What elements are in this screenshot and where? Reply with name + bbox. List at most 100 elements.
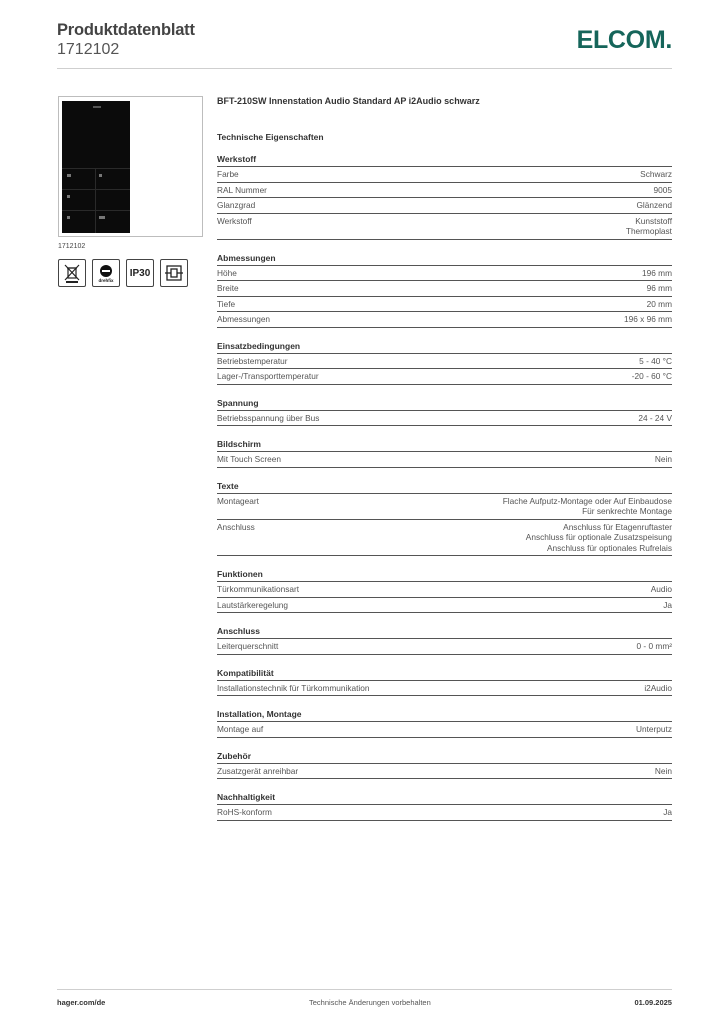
spec-value: 196 x 96 mm <box>624 314 672 325</box>
elcom-logo: ELCOM. <box>576 26 673 54</box>
spec-label: Werkstoff <box>217 215 252 226</box>
spec-label: Lager-/Transporttemperatur <box>217 371 319 381</box>
spec-value-line: Schwarz <box>640 169 672 179</box>
spec-value: Audio <box>651 584 672 595</box>
spec-value: Nein <box>655 766 672 777</box>
spec-value-line: 20 mm <box>646 298 672 309</box>
section-title: Technische Eigenschaften <box>217 132 324 142</box>
spec-value: -20 - 60 °C <box>632 371 672 382</box>
product-name: BFT-210SW Innenstation Audio Standard AP… <box>217 96 480 106</box>
spec-value: 20 mm <box>647 299 672 310</box>
spec-value-line: -20 - 60 °C <box>631 371 672 381</box>
image-caption: 1712102 <box>58 243 86 250</box>
spec-label: RAL Nummer <box>217 184 267 195</box>
spec-value: 96 mm <box>647 283 672 294</box>
spec-value-line: Anschluss für optionales Rufrelais <box>547 542 672 553</box>
spec-value: Ja <box>663 807 672 818</box>
spec-group-title: Werkstoff <box>217 154 672 167</box>
spec-row: Türkommunikationsart Audio <box>217 582 672 598</box>
spec-label: Abmessungen <box>217 314 271 324</box>
spec-value: Glänzend <box>636 200 672 211</box>
spec-value: 196 mm <box>642 268 672 279</box>
product-image-column: 1712102 drehfix IP30 <box>58 96 203 287</box>
intercom-device-illustration <box>62 101 130 233</box>
footer-disclaimer: Technische Änderungen vorbehalten <box>309 998 431 1007</box>
spec-row: Betriebstemperatur 5 - 40 °C <box>217 354 672 369</box>
spec-label: Zusatzgerät anreihbar <box>217 765 299 776</box>
certification-badges: drehfix IP30 <box>58 259 203 287</box>
drehfix-text: drehfix <box>98 278 114 283</box>
spec-label: Farbe <box>217 169 239 179</box>
spec-group-title: Einsatzbedingungen <box>217 341 672 354</box>
spec-label: Breite <box>217 283 239 293</box>
spec-value: Flache Aufputz-Montage oder Auf Einbaudo… <box>503 496 672 517</box>
spec-value-line: Unterputz <box>636 724 672 734</box>
spec-label: Mit Touch Screen <box>217 454 281 464</box>
spec-row: Breite 96 mm <box>217 281 672 297</box>
spec-value: i2Audio <box>644 683 672 694</box>
footer-date: 01.09.2025 <box>634 998 672 1007</box>
spec-row: Installationstechnik für Türkommunikatio… <box>217 681 672 696</box>
spec-value: 5 - 40 °C <box>639 356 672 367</box>
mounting-box-icon <box>160 259 188 287</box>
spec-value-line: Nein <box>654 765 672 776</box>
spec-row: Lautstärkeregelung Ja <box>217 598 672 613</box>
spec-group-title: Funktionen <box>217 569 672 582</box>
spec-value: Unterputz <box>636 724 672 735</box>
spec-value-line: Audio <box>650 584 672 594</box>
spec-label: Leiterquerschnitt <box>217 641 279 651</box>
spec-label: Anschluss <box>217 521 255 532</box>
document-number: 1712102 <box>57 41 120 58</box>
spec-row: Mit Touch Screen Nein <box>217 452 672 468</box>
spec-value-line: 96 mm <box>646 283 672 293</box>
spec-value-line: Anschluss für Etagenruftaster <box>563 521 672 532</box>
spec-value: Ja <box>663 600 672 611</box>
spec-value-line: Nein <box>654 454 672 464</box>
weee-crossed-bin-icon <box>58 259 86 287</box>
spec-label: Lautstärkeregelung <box>217 599 289 610</box>
spec-group-title: Texte <box>217 481 672 494</box>
product-image <box>58 96 203 237</box>
spec-value-line: Für senkrechte Montage <box>582 506 672 516</box>
spec-row: Höhe 196 mm <box>217 266 672 281</box>
spec-group-title: Nachhaltigkeit <box>217 792 672 805</box>
spec-value-line: 5 - 40 °C <box>639 355 672 366</box>
spec-value-line: i2Audio <box>644 682 672 693</box>
spec-value-line: 196 x 96 mm <box>624 314 672 324</box>
spec-row: Farbe Schwarz <box>217 167 672 183</box>
page-footer: hager.com/de Technische Änderungen vorbe… <box>57 989 672 1007</box>
spec-value-line: Ja <box>663 807 672 817</box>
spec-label: Betriebstemperatur <box>217 355 288 366</box>
spec-label: Türkommunikationsart <box>217 584 300 594</box>
spec-value-line: 24 - 24 V <box>638 412 672 423</box>
spec-group-title: Installation, Montage <box>217 709 672 722</box>
spec-row: RAL Nummer 9005 <box>217 183 672 198</box>
spec-value-line: 9005 <box>653 184 672 195</box>
drehfix-icon: drehfix <box>92 259 120 287</box>
spec-row: Abmessungen 196 x 96 mm <box>217 312 672 328</box>
spec-row: RoHS-konform Ja <box>217 805 672 821</box>
spec-value-line: Glänzend <box>636 200 672 210</box>
spec-label: RoHS-konform <box>217 807 272 817</box>
spec-group-title: Abmessungen <box>217 253 672 266</box>
spec-value: 0 - 0 mm² <box>637 641 673 652</box>
spec-label: Höhe <box>217 267 237 278</box>
spec-row: Lager-/Transporttemperatur -20 - 60 °C <box>217 369 672 385</box>
page-header: Produktdatenblatt 1712102 ELCOM. <box>57 21 672 69</box>
